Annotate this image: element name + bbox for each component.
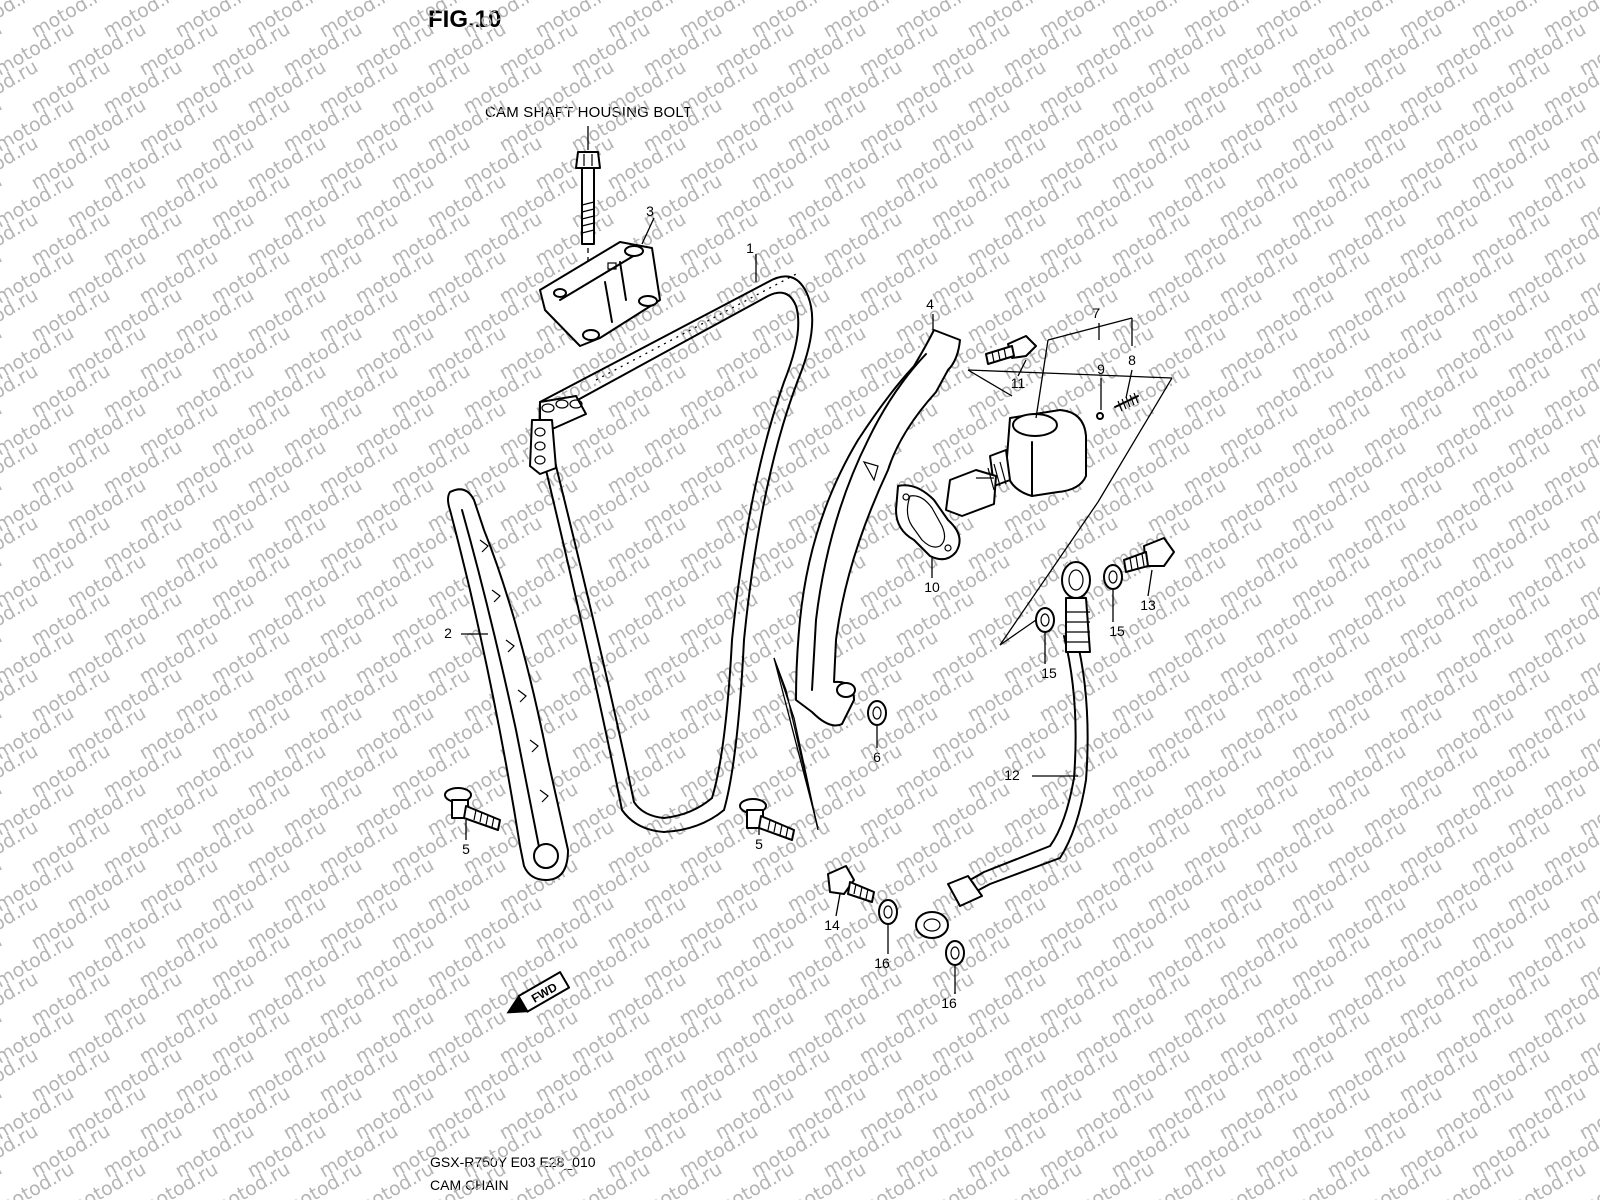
guide-bolt-right	[739, 798, 795, 841]
callout-10: 10	[924, 579, 940, 595]
oil-hose	[915, 561, 1091, 939]
tensioner-spring	[1114, 392, 1139, 412]
section-name: CAM CHAIN	[430, 1177, 509, 1193]
callout-11: 11	[1011, 375, 1026, 391]
washer-15-right	[1103, 564, 1123, 590]
callout-numbers: 1 2 3 4 5 5 6 7 8 9 10 11 12 13 14 15 15…	[444, 203, 1156, 1011]
cam-shaft-housing-bolt-caption: CAM SHAFT HOUSING BOLT	[485, 104, 693, 121]
tensioner-arm-washer	[867, 700, 887, 726]
washer-16-upper	[878, 899, 898, 925]
callout-2: 2	[444, 625, 452, 641]
callout-4: 4	[926, 296, 934, 312]
tensioner-bolt	[985, 335, 1037, 365]
callout-16-lower: 16	[941, 995, 957, 1011]
callout-15-left: 15	[1041, 665, 1057, 681]
callout-3: 3	[646, 203, 654, 219]
tensioner-gasket	[895, 484, 961, 561]
cam-chain-link-block	[529, 395, 587, 475]
callout-7: 7	[1092, 305, 1100, 321]
callout-13: 13	[1140, 597, 1156, 613]
callout-5-left: 5	[462, 841, 470, 857]
tensioner-ball	[1096, 412, 1104, 420]
banjo-bolt-upper	[1123, 537, 1175, 573]
cam-chain-tensioner	[945, 409, 1087, 517]
callout-leaders	[461, 217, 1153, 994]
guide-bolt-left	[444, 787, 501, 831]
cam-chain-guide	[447, 488, 569, 881]
figure-title: FIG.10	[428, 6, 502, 33]
callout-9: 9	[1097, 361, 1105, 377]
banjo-bolt-lower	[827, 865, 875, 903]
callout-8: 8	[1128, 352, 1136, 368]
washer-16-lower	[945, 940, 965, 966]
callout-6: 6	[873, 749, 881, 765]
callout-5-right: 5	[755, 836, 763, 852]
callout-12: 12	[1004, 767, 1020, 783]
model-code: GSX-R750Y E03 E28_010	[430, 1154, 596, 1170]
camshaft-housing	[539, 241, 661, 347]
callout-1: 1	[746, 240, 754, 256]
assembly-reference-lines	[773, 369, 1173, 831]
callout-16-upper: 16	[874, 955, 890, 971]
callout-15-right: 15	[1109, 623, 1125, 639]
cam-chain-tensioner-arm	[795, 329, 961, 727]
cam-chain	[529, 271, 814, 833]
washer-15-left	[1035, 607, 1055, 633]
watermark-text: motod.ru	[1576, 0, 1600, 4]
callout-14: 14	[824, 917, 840, 933]
